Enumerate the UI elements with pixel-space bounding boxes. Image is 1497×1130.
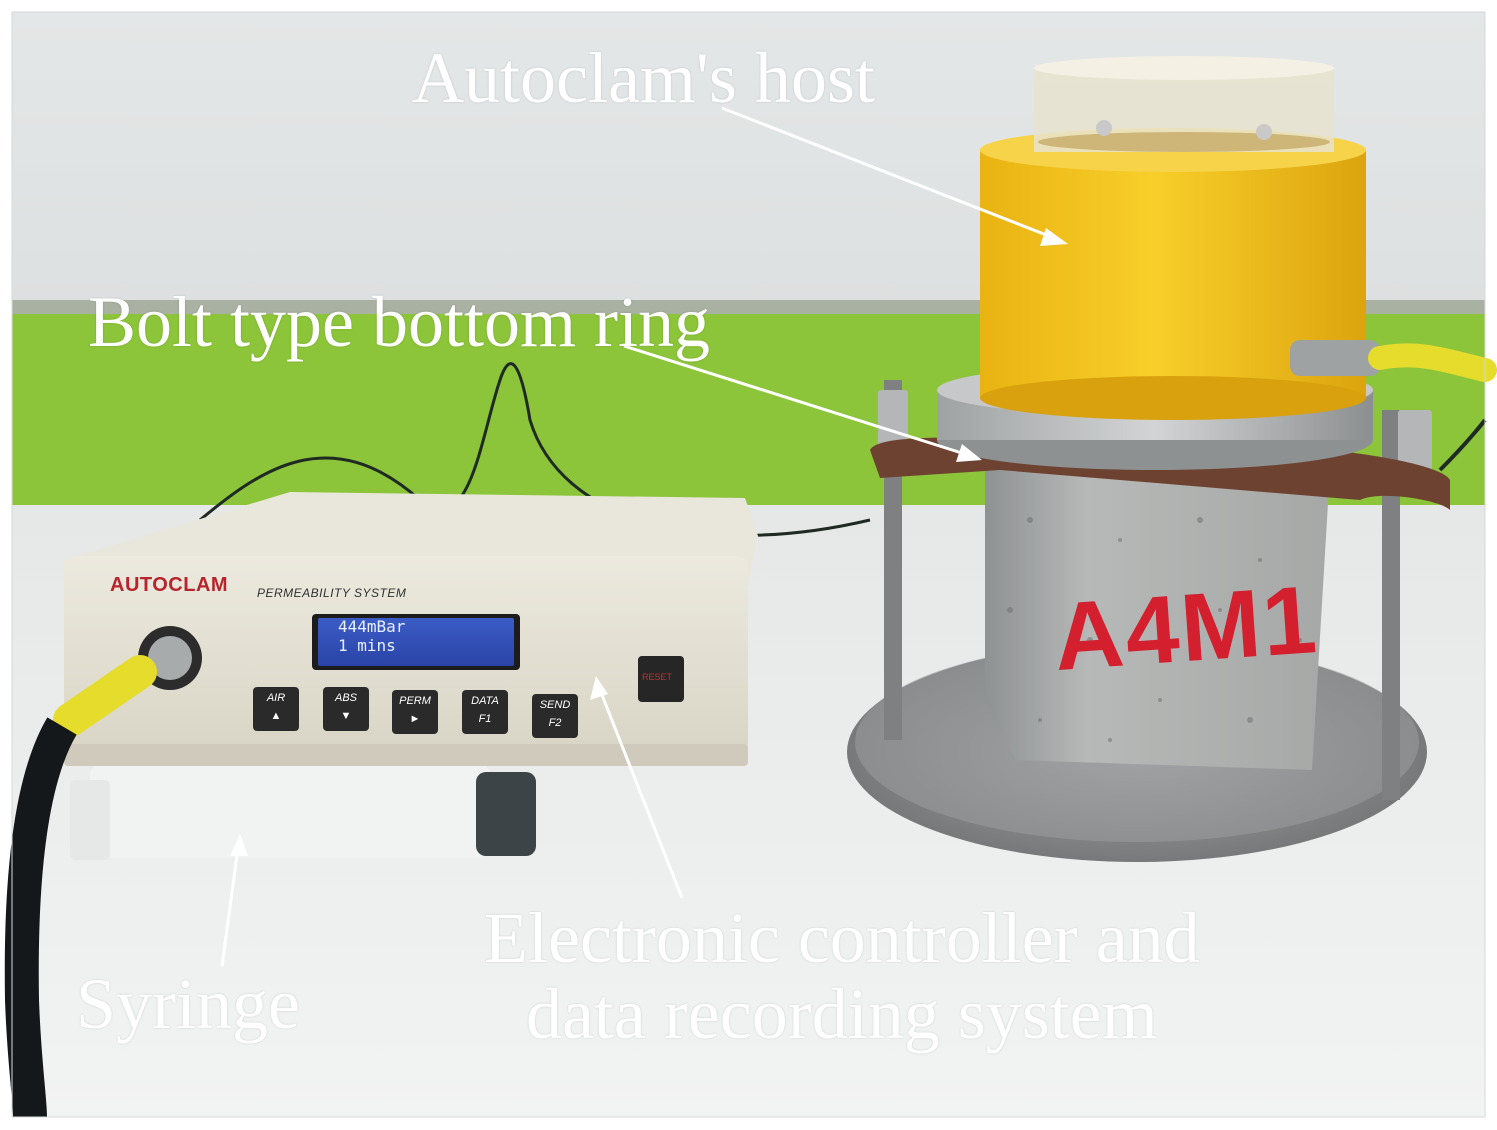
chamber-bolt — [1256, 124, 1272, 140]
key-abs-label: ABS ▼ — [324, 688, 368, 728]
label-syringe: Syringe — [76, 964, 300, 1044]
transparent-chamber-top — [1034, 56, 1334, 80]
arrow-ring — [623, 344, 969, 457]
key-perm[interactable] — [392, 690, 438, 734]
lcd-screen — [318, 618, 514, 666]
arrow-syringe — [220, 847, 240, 967]
label-autoclam-host: Autoclam's host — [412, 38, 875, 118]
brand-subtitle: PERMEABILITY SYSTEM — [257, 586, 407, 600]
arrow-ring-head — [956, 444, 982, 462]
controller-keypad — [253, 687, 578, 738]
key-abs-top: ABS — [334, 692, 357, 704]
lcd-line-2: 1 mins — [338, 636, 396, 655]
host-cable — [1368, 343, 1497, 382]
label-bottom-ring: Bolt type bottom ring — [88, 282, 710, 362]
key-abs-bottom: ▼ — [340, 710, 352, 722]
arrow-controller-head — [590, 676, 608, 700]
specimen-marking: A4M1 — [1050, 565, 1322, 692]
controller-connector-inner — [148, 636, 192, 680]
key-send[interactable] — [532, 694, 578, 738]
chamber-water-line — [1038, 132, 1330, 152]
brand-name: AUTOCLAM — [110, 574, 229, 596]
label-controller: Electronic controller and data recording… — [484, 900, 1200, 1053]
key-data-label: DATA F1 — [463, 691, 507, 731]
syringe-plunger — [476, 772, 536, 856]
nut-right — [1398, 410, 1432, 474]
arrow-syringe-head — [230, 834, 248, 856]
controller-black-cable — [4, 717, 77, 1118]
key-send-bottom: F2 — [548, 717, 562, 729]
key-air-bottom: ▲ — [270, 710, 282, 722]
key-air[interactable] — [253, 687, 299, 731]
arrow-host — [721, 106, 1055, 240]
host-connector — [1290, 340, 1380, 376]
key-abs[interactable] — [323, 687, 369, 731]
image-border — [11, 11, 1486, 1118]
key-perm-label: PERM ► — [393, 691, 437, 731]
lcd-line-1: 444mBar — [338, 617, 406, 636]
key-perm-bottom: ► — [409, 713, 421, 725]
controller-yellow-sleeve — [53, 655, 157, 737]
key-air-label: AIR ▲ — [254, 688, 298, 728]
threaded-rod-right — [1382, 410, 1400, 800]
reset-label: RESET — [642, 672, 673, 682]
chamber-bolt — [1096, 120, 1112, 136]
key-send-label: SEND F2 — [533, 695, 577, 735]
concrete-specimen — [985, 470, 1330, 770]
syringe-flange — [70, 780, 110, 860]
reset-button[interactable] — [638, 656, 684, 702]
arrow-controller — [598, 689, 684, 899]
annotation-arrows — [220, 106, 1068, 967]
key-data-top: DATA — [471, 695, 499, 707]
key-send-top: SEND — [539, 699, 571, 711]
key-perm-top: PERM — [399, 695, 431, 707]
concrete-pores — [1007, 517, 1302, 742]
controller-bottom-lip — [64, 744, 748, 766]
autoclam-host-bottom — [980, 376, 1366, 420]
key-air-top: AIR — [266, 692, 286, 704]
label-controller-line-2: data recording system — [525, 974, 1158, 1055]
syringe-body — [90, 762, 490, 858]
label-controller-line-1: Electronic controller and — [484, 898, 1200, 978]
arrow-host-head — [1040, 228, 1068, 246]
key-data-bottom: F1 — [478, 713, 492, 725]
lcd-readout: 444mBar 1 mins — [318, 617, 516, 667]
key-data[interactable] — [462, 690, 508, 734]
